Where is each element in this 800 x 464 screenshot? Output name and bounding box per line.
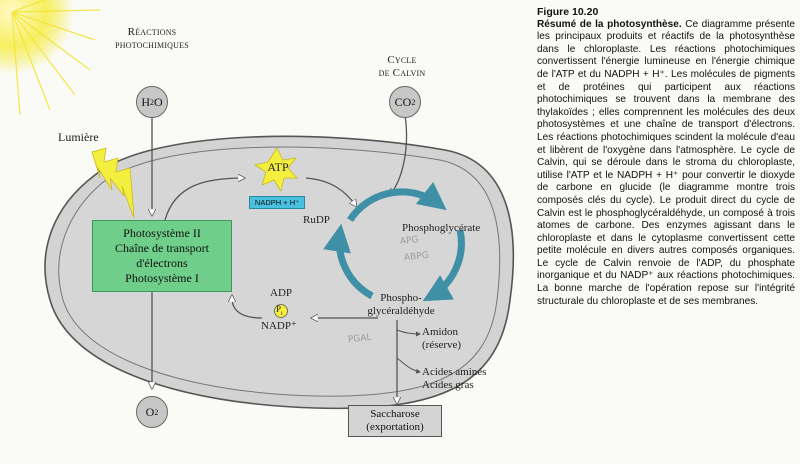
atp-label: ATP bbox=[267, 160, 289, 174]
acides-label: Acides aminés Acides gras bbox=[422, 366, 486, 391]
lightning-bolt-icon bbox=[91, 147, 135, 219]
photosystem-line1: Photosystème II bbox=[123, 226, 201, 240]
saccharose-line1: Saccharose bbox=[370, 408, 420, 421]
pi-base: P bbox=[276, 304, 282, 314]
pgal-line2: glycéraldéhyde bbox=[367, 304, 435, 317]
pi-sub: i bbox=[281, 310, 283, 317]
header-photochemical-line2: photochimiques bbox=[115, 38, 189, 51]
phosphoglyceraldehyde-label: Phospho- glycéraldéhyde bbox=[356, 292, 446, 317]
h2o-sub: 2 bbox=[150, 97, 154, 107]
header-photochemical-line1: Réactions bbox=[127, 26, 177, 38]
phosphoglycerate-label: Phosphoglycérate bbox=[402, 222, 481, 234]
amidon-line1: Amidon bbox=[422, 326, 459, 338]
nadph-badge: NADPH + H⁺ bbox=[249, 196, 305, 209]
amidon-label: Amidon (réserve) bbox=[422, 326, 461, 351]
saccharose-box: Saccharose (exportation) bbox=[348, 405, 442, 437]
header-calvin-line2: de Calvin bbox=[378, 66, 426, 79]
header-calvin: Cycle de Calvin bbox=[362, 54, 442, 79]
arrow-return-left bbox=[232, 296, 263, 319]
arrow-to-acides bbox=[396, 357, 421, 374]
rudp-label: RuDP bbox=[303, 214, 330, 226]
o2-sub: 2 bbox=[154, 407, 159, 417]
header-photochemical: Réactions photochimiques bbox=[102, 26, 202, 51]
header-calvin-line1: Cycle bbox=[387, 54, 417, 66]
photosystem-line2: Chaîne de transport bbox=[115, 241, 209, 255]
figure-number: Figure 10.20 bbox=[537, 6, 599, 18]
arrow-atp-to-cycle bbox=[305, 177, 356, 206]
adp-label: ADP bbox=[270, 287, 293, 299]
acides-line2: Acides gras bbox=[422, 378, 474, 391]
arrow-to-atp bbox=[164, 178, 244, 221]
figure-title: Résumé de la photosynthèse. bbox=[537, 18, 682, 30]
nadp-label: NADP⁺ bbox=[261, 320, 297, 332]
pi-label: Pi bbox=[276, 304, 283, 318]
co2-base: CO bbox=[394, 94, 412, 109]
light-label: Lumière bbox=[58, 130, 99, 144]
atp-star-icon bbox=[253, 147, 298, 193]
acides-line1: Acides aminés bbox=[422, 366, 487, 378]
pgal-line1: Phospho- bbox=[380, 292, 422, 304]
pi-circle bbox=[274, 304, 288, 318]
photosystem-line3: d'électrons bbox=[136, 256, 188, 270]
co2-sub: 2 bbox=[411, 97, 416, 107]
amidon-line2: (réserve) bbox=[422, 338, 462, 351]
h2o-tail: O bbox=[154, 94, 163, 109]
h2o-base: H bbox=[141, 94, 150, 109]
saccharose-line2: (exportation) bbox=[366, 421, 424, 433]
o2-base: O bbox=[145, 404, 155, 419]
calvin-cycle-ring bbox=[323, 181, 465, 302]
sun-icon bbox=[0, 0, 101, 116]
arrow-to-amidon bbox=[396, 329, 421, 337]
handwriting-apg: APG bbox=[399, 235, 420, 247]
photosystem-line4: Photosystème I bbox=[125, 271, 199, 285]
photosystem-box: Photosystème II Chaîne de transport d'él… bbox=[92, 220, 232, 292]
figure-body: Ce diagramme présente les principaux pro… bbox=[537, 18, 795, 307]
